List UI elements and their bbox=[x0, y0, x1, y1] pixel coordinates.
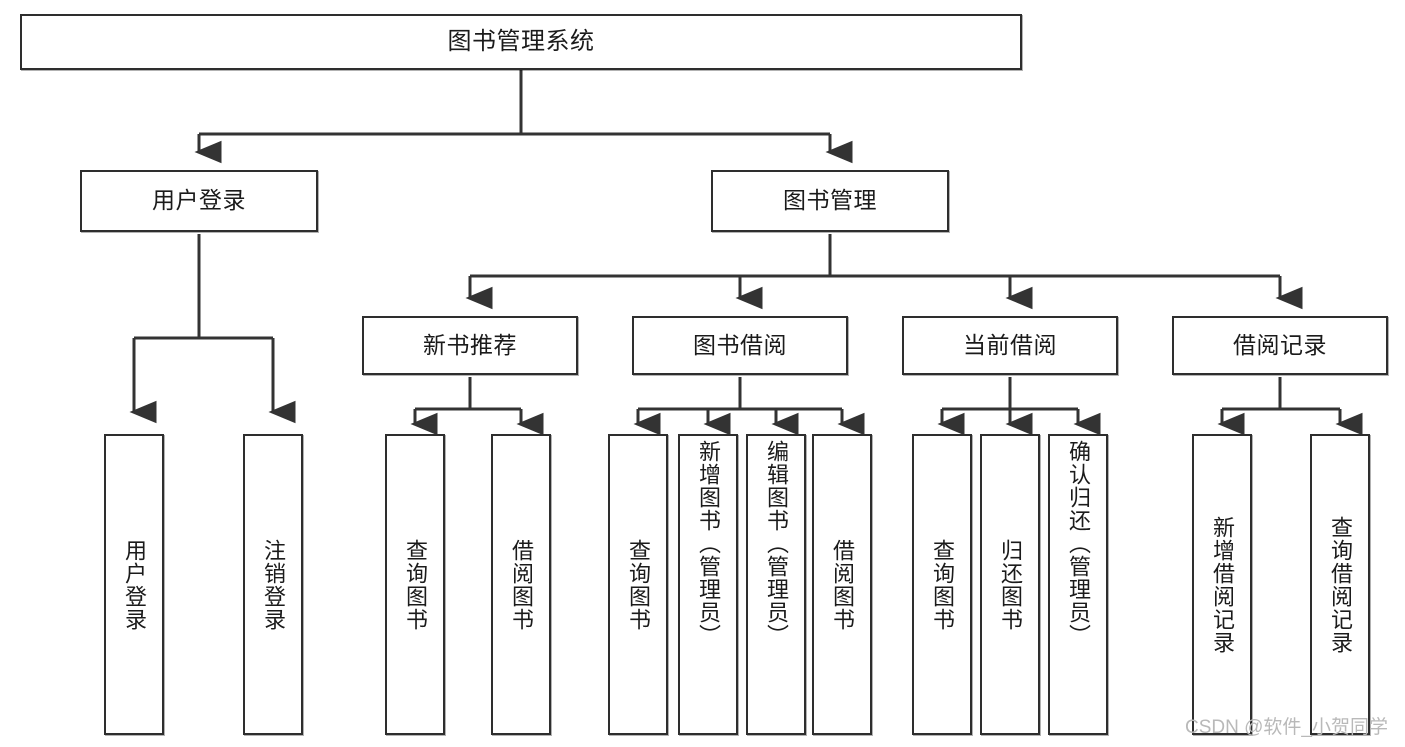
node-label: 查询图书 bbox=[402, 538, 428, 631]
leaf-user-login[interactable]: 用户登录 bbox=[104, 434, 164, 735]
leaf-query-book-recommend[interactable]: 查询图书 bbox=[385, 434, 445, 735]
node-borrow-record[interactable]: 借阅记录 bbox=[1172, 316, 1388, 375]
leaf-query-borrow-record[interactable]: 查询借阅记录 bbox=[1310, 434, 1370, 735]
csdn-watermark: CSDN @软件_小贺同学 bbox=[1185, 717, 1388, 738]
node-label: 确认归还（管理员） bbox=[1065, 440, 1091, 647]
node-label: 用户登录 bbox=[121, 538, 147, 631]
leaf-logout[interactable]: 注销登录 bbox=[243, 434, 303, 735]
node-label: 查询图书 bbox=[929, 538, 955, 631]
node-label: 图书管理 bbox=[783, 187, 877, 214]
node-new-book-recommend[interactable]: 新书推荐 bbox=[362, 316, 578, 375]
leaf-borrow-book[interactable]: 借阅图书 bbox=[812, 434, 872, 735]
leaf-query-book-current[interactable]: 查询图书 bbox=[912, 434, 972, 735]
leaf-query-book-borrow[interactable]: 查询图书 bbox=[608, 434, 668, 735]
node-label: 用户登录 bbox=[152, 187, 246, 214]
leaf-borrow-book-recommend[interactable]: 借阅图书 bbox=[491, 434, 551, 735]
node-label: 新书推荐 bbox=[423, 331, 517, 358]
node-label: 图书管理系统 bbox=[447, 27, 595, 55]
node-label: 查询图书 bbox=[625, 538, 651, 631]
node-label: 新增图书（管理员） bbox=[695, 440, 721, 647]
node-label: 当前借阅 bbox=[963, 331, 1057, 358]
leaf-add-borrow-record[interactable]: 新增借阅记录 bbox=[1192, 434, 1252, 735]
node-label: 借阅图书 bbox=[508, 538, 534, 631]
node-label: 编辑图书（管理员） bbox=[763, 440, 789, 647]
node-label: 借阅记录 bbox=[1233, 331, 1327, 358]
node-root-system[interactable]: 图书管理系统 bbox=[20, 14, 1022, 70]
node-book-borrow[interactable]: 图书借阅 bbox=[632, 316, 848, 375]
node-label: 注销登录 bbox=[260, 538, 286, 631]
leaf-return-book[interactable]: 归还图书 bbox=[980, 434, 1040, 735]
node-label: 借阅图书 bbox=[829, 538, 855, 631]
node-label: 查询借阅记录 bbox=[1327, 515, 1353, 654]
leaf-edit-book-admin[interactable]: 编辑图书（管理员） bbox=[746, 434, 806, 735]
node-current-borrow[interactable]: 当前借阅 bbox=[902, 316, 1118, 375]
node-label: 归还图书 bbox=[997, 538, 1023, 631]
node-label: 图书借阅 bbox=[693, 331, 787, 358]
leaf-confirm-return-admin[interactable]: 确认归还（管理员） bbox=[1048, 434, 1108, 735]
node-label: 新增借阅记录 bbox=[1209, 515, 1235, 654]
leaf-add-book-admin[interactable]: 新增图书（管理员） bbox=[678, 434, 738, 735]
node-book-management[interactable]: 图书管理 bbox=[711, 170, 949, 232]
node-user-login[interactable]: 用户登录 bbox=[80, 170, 318, 232]
